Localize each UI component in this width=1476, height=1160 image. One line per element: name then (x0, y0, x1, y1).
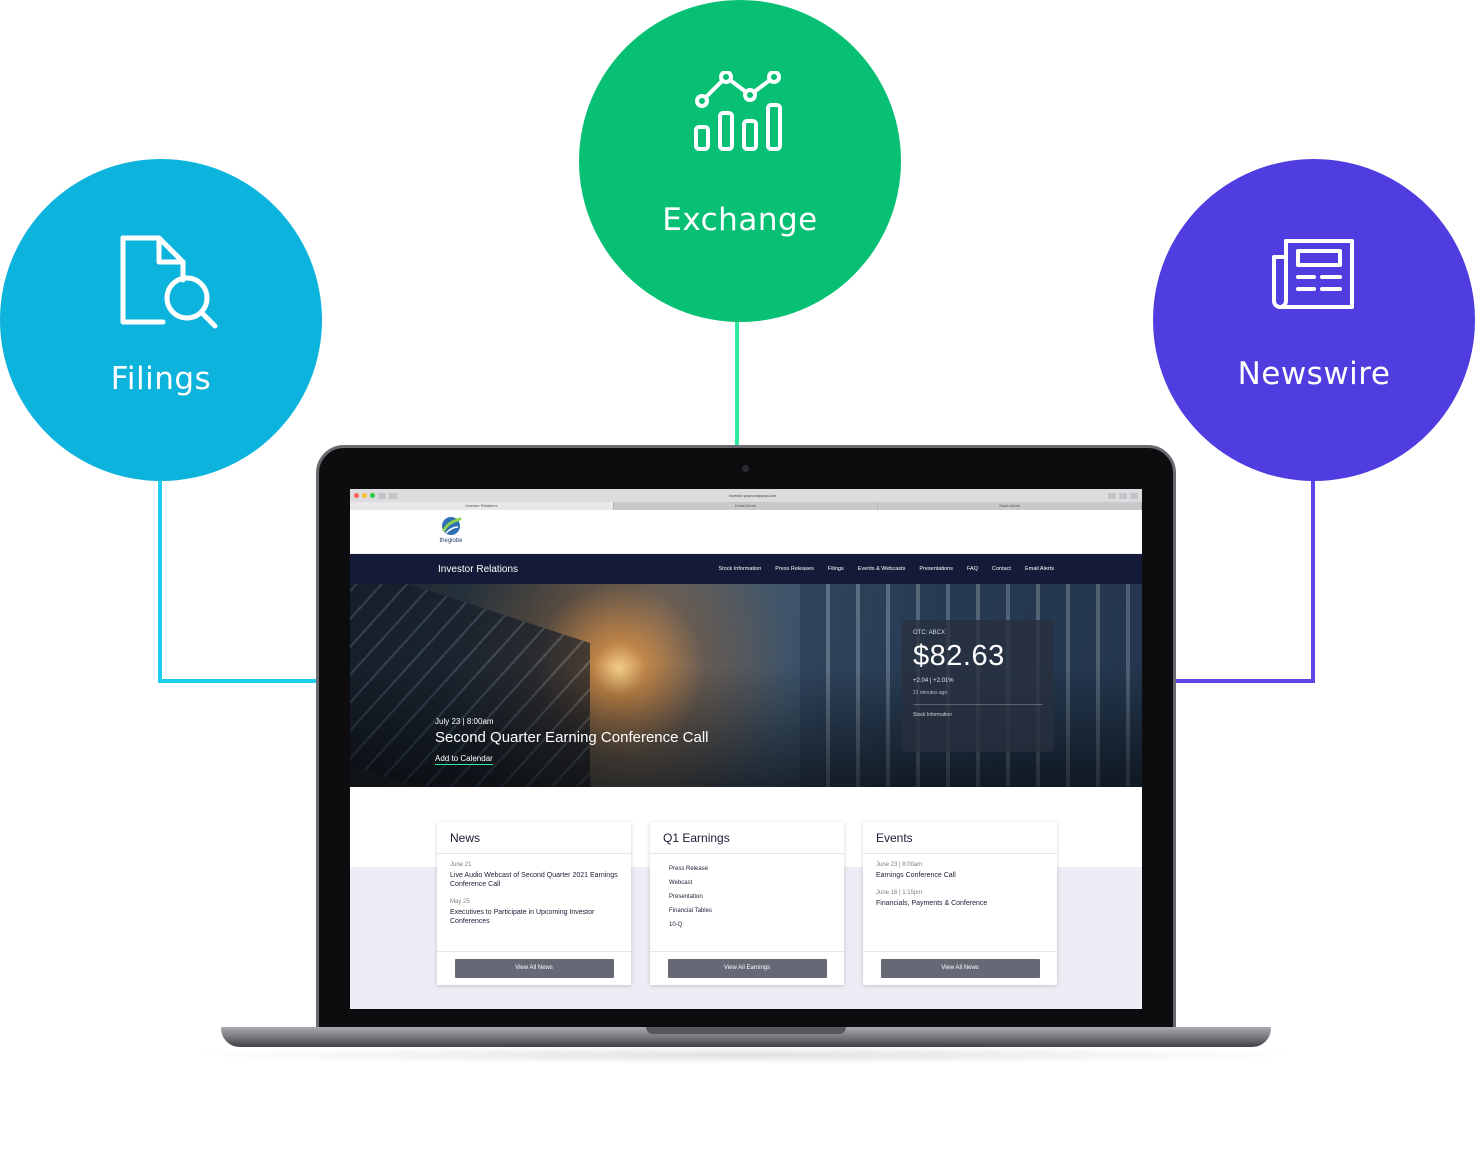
list-item[interactable]: June 16 | 1:15pm Financials, Payments & … (876, 890, 1044, 908)
nav-item-events-webcasts[interactable]: Events & Webcasts (857, 566, 906, 572)
globe-logo-icon (442, 517, 462, 535)
stock-change: +2.04 | +2.01% (913, 678, 954, 684)
exchange-circle: Exchange (579, 0, 901, 322)
events-card: Events June 23 | 8:00am Earnings Confere… (863, 822, 1057, 985)
stock-price: $82.63 (913, 640, 1005, 672)
laptop-shadow (180, 1046, 1310, 1064)
share-button[interactable] (1108, 492, 1116, 499)
stock-ticker: OTC: ABCX (913, 630, 946, 636)
view-all-events-button[interactable]: View All News (880, 959, 1040, 978)
close-window-icon[interactable] (354, 493, 359, 498)
logo-text: theglobe (439, 538, 463, 544)
laptop-base (221, 1027, 1271, 1047)
exchange-label: Exchange (662, 201, 818, 238)
browser-tabs: Investor Relations Email Alerts Stock Al… (350, 502, 1142, 510)
view-all-earnings-button[interactable]: View All Earnings (667, 959, 827, 978)
event-date: June 23 | 8:00am (876, 862, 923, 868)
add-to-calendar-link[interactable]: Add to Calendar (435, 754, 493, 765)
earnings-link-press-release[interactable]: Press Release (669, 866, 709, 872)
browser-tab[interactable]: Email Alerts (614, 502, 878, 510)
nav-item-contact[interactable]: Contact (991, 566, 1011, 572)
nav-item-filings[interactable]: Filings (827, 566, 844, 572)
nav-item-presentations[interactable]: Presentations (919, 566, 953, 572)
browser-tab[interactable]: Investor Relations (350, 502, 614, 510)
news-date: May 25 (450, 899, 470, 905)
address-bar[interactable]: investor.yourcompany.com (728, 493, 777, 498)
list-item[interactable]: June 21 Live Audio Webcast of Second Qua… (450, 862, 618, 889)
stock-updated: 21 minutes ago (913, 690, 948, 696)
nav-item-faq[interactable]: FAQ (966, 566, 978, 572)
tabs-button[interactable] (1119, 492, 1127, 499)
site-nav: Investor Relations Stock Information Pre… (350, 554, 1142, 584)
news-card: News June 21 Live Audio Webcast of Secon… (437, 822, 631, 985)
list-item[interactable]: May 25 Executives to Participate in Upco… (450, 899, 618, 926)
filings-circle: Filings (0, 159, 322, 481)
newswire-connector (1311, 480, 1315, 683)
stock-information-link[interactable]: Stock Information (913, 712, 952, 718)
maximize-window-icon[interactable] (370, 493, 375, 498)
nav-item-email-alerts[interactable]: Email Alerts (1024, 566, 1054, 572)
laptop-screen: investor.yourcompany.com Investor Relati… (350, 489, 1142, 1009)
event-title[interactable]: Earnings Conference Call (876, 872, 956, 879)
filings-connector (158, 480, 162, 683)
events-card-body: June 23 | 8:00am Earnings Conference Cal… (863, 854, 1057, 952)
event-date: June 16 | 1:15pm (876, 890, 923, 896)
newswire-label: Newswire (1237, 355, 1391, 392)
camera (742, 465, 749, 472)
news-headline[interactable]: Executives to Participate in Upcoming In… (450, 909, 595, 925)
filings-label: Filings (110, 360, 212, 397)
earnings-card: Q1 Earnings Press Release Webcast Presen… (650, 822, 844, 985)
news-headline[interactable]: Live Audio Webcast of Second Quarter 202… (450, 872, 618, 888)
earnings-card-title: Q1 Earnings (650, 822, 844, 854)
stock-card: OTC: ABCX $82.63 +2.04 | +2.01% 21 minut… (902, 620, 1054, 752)
hero-date: July 23 | 8:00am (435, 717, 494, 726)
earnings-link-10q[interactable]: 10-Q (669, 922, 683, 928)
earnings-link-financial-tables[interactable]: Financial Tables (669, 908, 712, 914)
chart-analytics-icon (692, 69, 788, 158)
newswire-circle: Newswire (1153, 159, 1475, 481)
document-search-icon (115, 234, 225, 335)
laptop-notch (646, 1027, 846, 1034)
news-card-title: News (437, 822, 631, 854)
nav-title[interactable]: Investor Relations (438, 563, 519, 575)
browser-tab[interactable]: Stock Alerts (878, 502, 1142, 510)
list-item[interactable]: June 23 | 8:00am Earnings Conference Cal… (876, 862, 1044, 880)
events-card-title: Events (863, 822, 1057, 854)
news-card-body: June 21 Live Audio Webcast of Second Qua… (437, 854, 631, 952)
hero-banner: July 23 | 8:00am Second Quarter Earning … (350, 584, 1142, 787)
sidebar-button[interactable] (389, 492, 397, 499)
minimize-window-icon[interactable] (362, 493, 367, 498)
stock-divider (913, 704, 1043, 705)
nav-menu: Stock Information Press Releases Filings… (719, 566, 1055, 572)
cards-section: News June 21 Live Audio Webcast of Secon… (350, 787, 1142, 1009)
newswire-connector-horizontal (1172, 679, 1315, 683)
earnings-card-body: Press Release Webcast Presentation Finan… (650, 854, 844, 952)
settings-button[interactable] (1130, 492, 1138, 499)
earnings-link-webcast[interactable]: Webcast (669, 880, 693, 886)
nav-item-press-releases[interactable]: Press Releases (775, 566, 814, 572)
site-logo[interactable]: theglobe (436, 515, 466, 544)
back-button[interactable] (378, 492, 386, 499)
nav-item-stock-information[interactable]: Stock Information (718, 566, 762, 572)
hero-event: July 23 | 8:00am Second Quarter Earning … (435, 717, 709, 766)
event-title[interactable]: Financials, Payments & Conference (876, 900, 988, 907)
earnings-link-presentation[interactable]: Presentation (669, 894, 703, 900)
newspaper-icon (1272, 237, 1356, 316)
browser-toolbar: investor.yourcompany.com (350, 489, 1142, 502)
site-header: theglobe (350, 510, 1142, 554)
view-all-news-button[interactable]: View All News (454, 959, 614, 978)
hero-title: Second Quarter Earning Conference Call (435, 729, 709, 746)
news-date: June 21 (450, 862, 472, 868)
filings-connector-horizontal (158, 679, 320, 683)
exchange-connector (735, 320, 739, 446)
